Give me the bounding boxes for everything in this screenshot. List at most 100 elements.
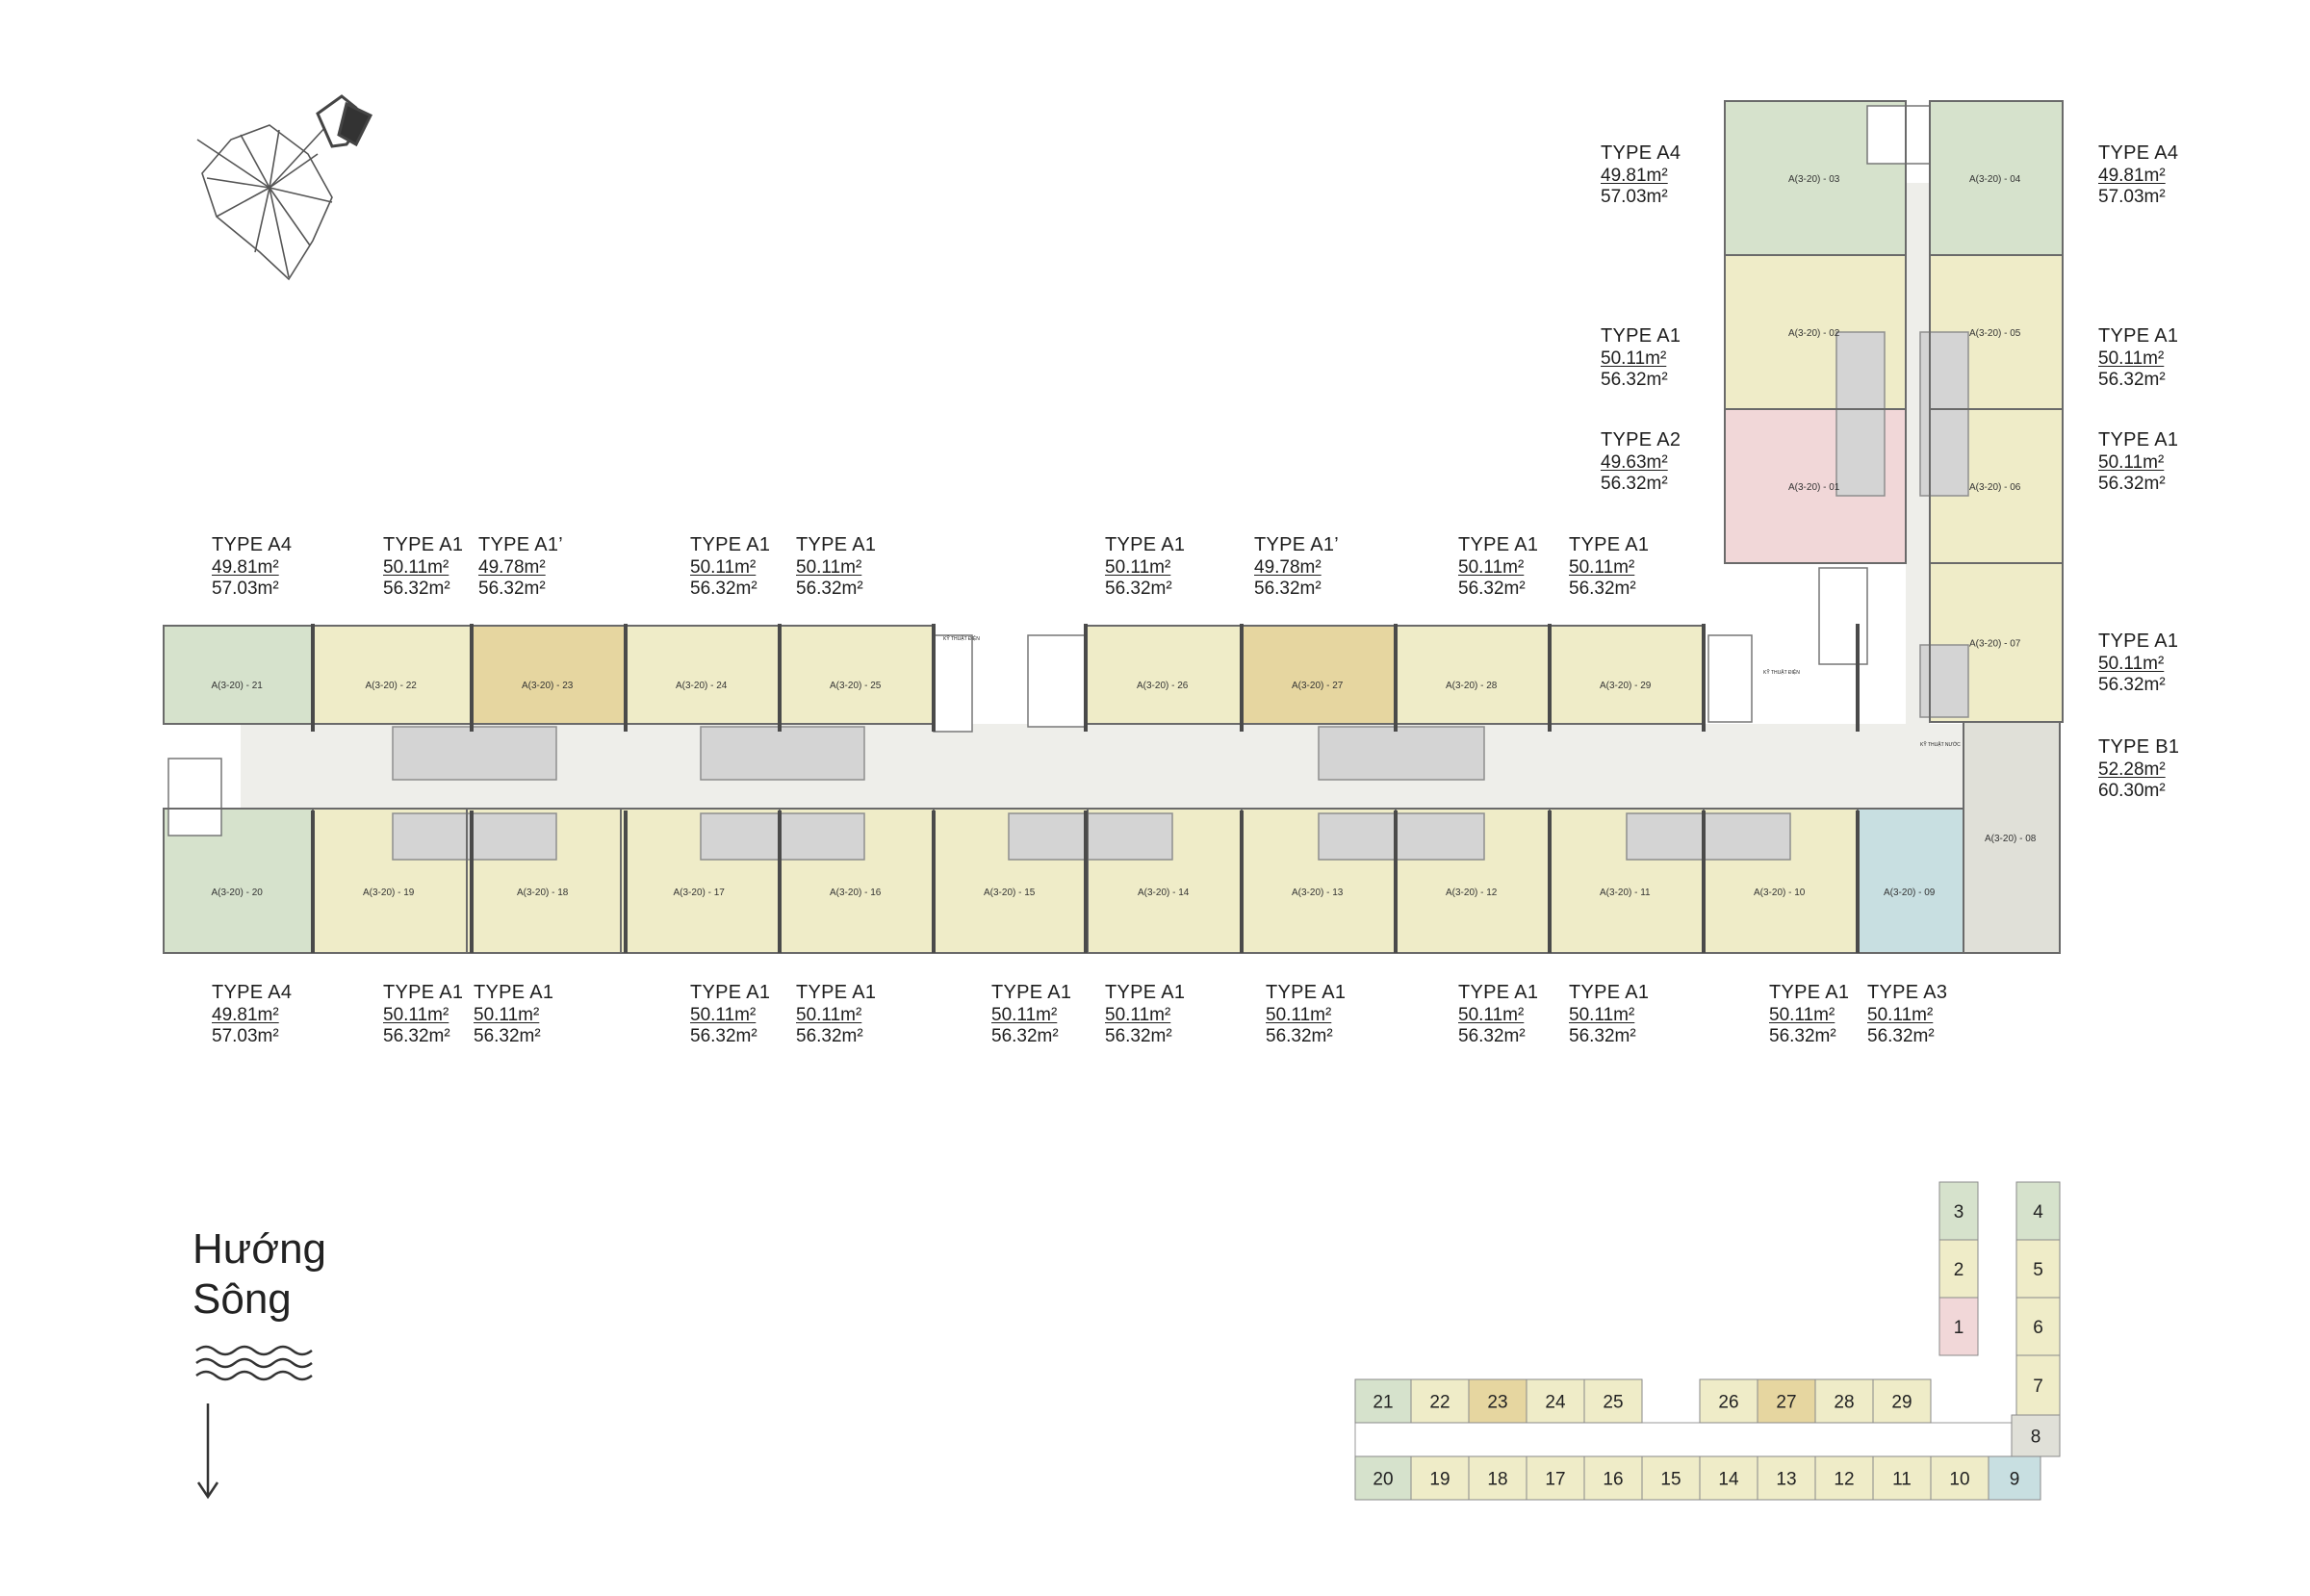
key-plan-number-5: 5: [2033, 1260, 2043, 1280]
key-plan-unit-14: [1699, 1455, 1758, 1501]
unit-code-20: A(3-20) - 20: [212, 888, 264, 898]
unit-gross-area: 56.32m²: [690, 1026, 757, 1046]
wave-icon: [195, 1345, 313, 1381]
key-plan-number-15: 15: [1660, 1470, 1681, 1490]
unit-type: TYPE A1: [383, 982, 464, 1003]
unit-type: TYPE A2: [1601, 429, 1681, 450]
unit-code-24: A(3-20) - 24: [676, 681, 728, 691]
key-plan-number-4: 4: [2033, 1202, 2043, 1223]
unit-type: TYPE A4: [212, 534, 293, 555]
unit-type: TYPE A1: [1105, 982, 1186, 1003]
unit-type: TYPE A1: [1601, 325, 1681, 347]
unit-code-23: A(3-20) - 23: [522, 681, 574, 691]
unit-code-15: A(3-20) - 15: [984, 888, 1036, 898]
unit-type: TYPE A1: [796, 982, 877, 1003]
unit-gross-area: 56.32m²: [1105, 579, 1172, 599]
unit-fill-21: [164, 626, 313, 724]
unit-fill-4: [1930, 101, 2063, 255]
unit-code-17: A(3-20) - 17: [674, 888, 726, 898]
unit-code-13: A(3-20) - 13: [1292, 888, 1344, 898]
key-plan-number-13: 13: [1776, 1470, 1796, 1490]
key-plan-unit-20: [1354, 1455, 1412, 1501]
unit-gross-area: 57.03m²: [2098, 187, 2166, 207]
arrow-down-icon: [196, 1403, 219, 1500]
key-plan-unit-29: [1872, 1378, 1932, 1424]
unit-gross-area: 60.30m²: [2098, 781, 2166, 801]
unit-net-area: 50.11m²: [2098, 348, 2165, 369]
unit-net-area: 50.11m²: [1569, 556, 1635, 578]
tech-room-nuoc-label: KỸ THUẬT NƯỚC: [1920, 741, 1961, 748]
tech-room-dien-label-2: KỸ THUẬT ĐIỆN: [943, 634, 980, 642]
unit-type: TYPE A1: [690, 982, 771, 1003]
unit-code-29: A(3-20) - 29: [1600, 681, 1652, 691]
key-plan-number-19: 19: [1429, 1470, 1450, 1490]
unit-gross-area: 56.32m²: [1569, 579, 1636, 599]
key-plan-number-23: 23: [1487, 1393, 1507, 1413]
unit-type: TYPE A1: [1569, 982, 1650, 1003]
key-plan-unit-22: [1410, 1378, 1470, 1424]
unit-net-area: 50.11m²: [474, 1004, 540, 1025]
key-plan-unit-26: [1699, 1378, 1758, 1424]
unit-code-2: A(3-20) - 02: [1788, 328, 1840, 339]
key-plan-unit-11: [1872, 1455, 1932, 1501]
elevator-cores: [392, 331, 1969, 861]
unit-type: TYPE A3: [1867, 982, 1948, 1003]
key-plan-number-21: 21: [1373, 1393, 1393, 1413]
unit-net-area: 50.11m²: [991, 1004, 1058, 1025]
unit-net-area: 50.11m²: [1266, 1004, 1332, 1025]
key-plan-unit-4: [2015, 1181, 2061, 1241]
key-plan-unit-8: [2011, 1414, 2061, 1457]
unit-type: TYPE A1: [2098, 429, 2179, 450]
key-plan-unit-13: [1757, 1455, 1816, 1501]
unit-gross-area: 56.32m²: [1266, 1026, 1333, 1046]
unit-type: TYPE B1: [2098, 736, 2180, 758]
unit-code-1: A(3-20) - 01: [1788, 482, 1840, 493]
unit-gross-area: 57.03m²: [1601, 187, 1668, 207]
key-plan-number-8: 8: [2031, 1428, 2041, 1448]
key-plan-number-24: 24: [1545, 1393, 1566, 1413]
key-plan-number-28: 28: [1834, 1393, 1854, 1413]
unit-net-area: 50.11m²: [690, 556, 757, 578]
unit-code-7: A(3-20) - 07: [1969, 639, 2021, 650]
unit-fill-8: [1964, 722, 2060, 953]
unit-type: TYPE A1: [1769, 982, 1850, 1003]
unit-gross-area: 56.32m²: [474, 1026, 541, 1046]
unit-outline-3: [1724, 100, 1907, 256]
unit-gross-area: 56.32m²: [1601, 474, 1668, 494]
key-plan-unit-1: [1938, 1297, 1979, 1356]
key-plan-number-9: 9: [2010, 1470, 2020, 1490]
unit-net-area: 49.81m²: [212, 556, 279, 578]
key-plan-unit-7: [2015, 1354, 2061, 1416]
key-plan-unit-19: [1410, 1455, 1470, 1501]
unit-gross-area: 56.32m²: [2098, 474, 2166, 494]
key-plan-corridor: [1354, 1422, 2020, 1457]
unit-type: TYPE A1: [2098, 325, 2179, 347]
unit-type: TYPE A4: [1601, 142, 1681, 164]
key-plan-number-7: 7: [2033, 1377, 2043, 1397]
key-plan-number-2: 2: [1954, 1260, 1964, 1280]
key-plan-unit-12: [1814, 1455, 1874, 1501]
unit-type: TYPE A1: [1105, 534, 1186, 555]
unit-code-25: A(3-20) - 25: [830, 681, 882, 691]
unit-code-18: A(3-20) - 18: [517, 888, 569, 898]
unit-type: TYPE A4: [212, 982, 293, 1003]
unit-code-3: A(3-20) - 03: [1788, 174, 1840, 185]
unit-net-area: 50.11m²: [2098, 451, 2165, 473]
unit-code-27: A(3-20) - 27: [1292, 681, 1344, 691]
unit-code-22: A(3-20) - 22: [366, 681, 418, 691]
unit-type: TYPE A1: [1458, 982, 1539, 1003]
key-plan-unit-16: [1583, 1455, 1643, 1501]
unit-gross-area: 57.03m²: [212, 1026, 279, 1046]
river-label-line2: Sông: [192, 1275, 292, 1323]
unit-code-6: A(3-20) - 06: [1969, 482, 2021, 493]
unit-net-area: 50.11m²: [2098, 653, 2165, 674]
